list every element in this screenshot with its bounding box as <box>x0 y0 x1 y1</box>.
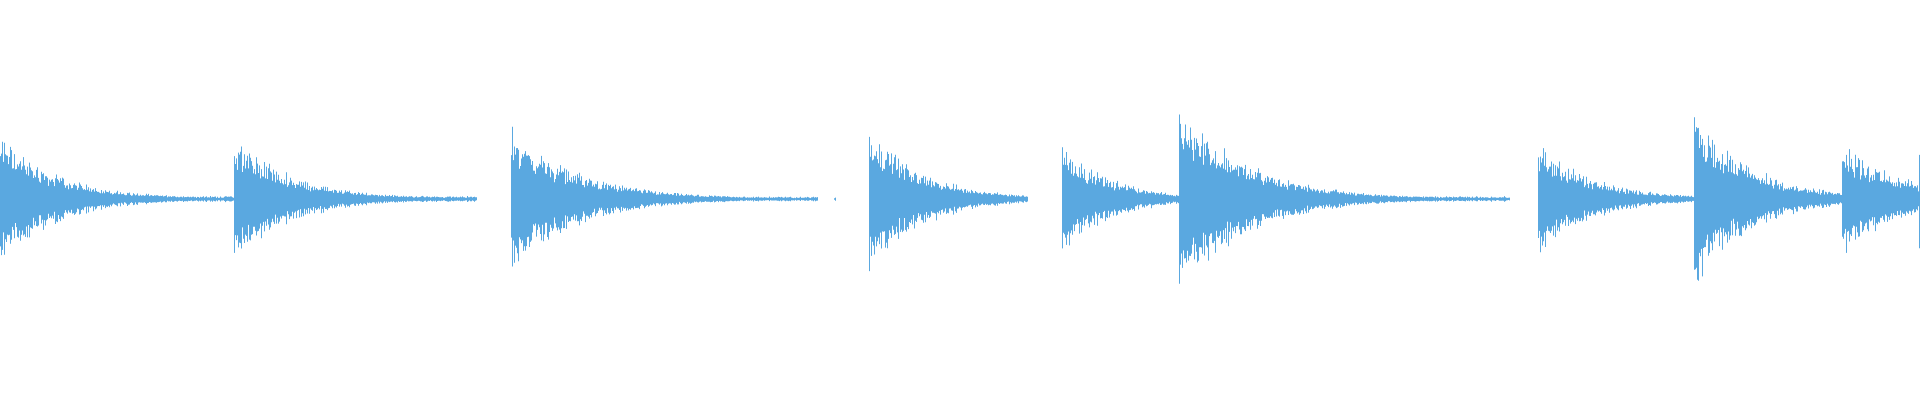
waveform-signal <box>0 114 1920 284</box>
waveform-bars <box>0 114 1920 284</box>
